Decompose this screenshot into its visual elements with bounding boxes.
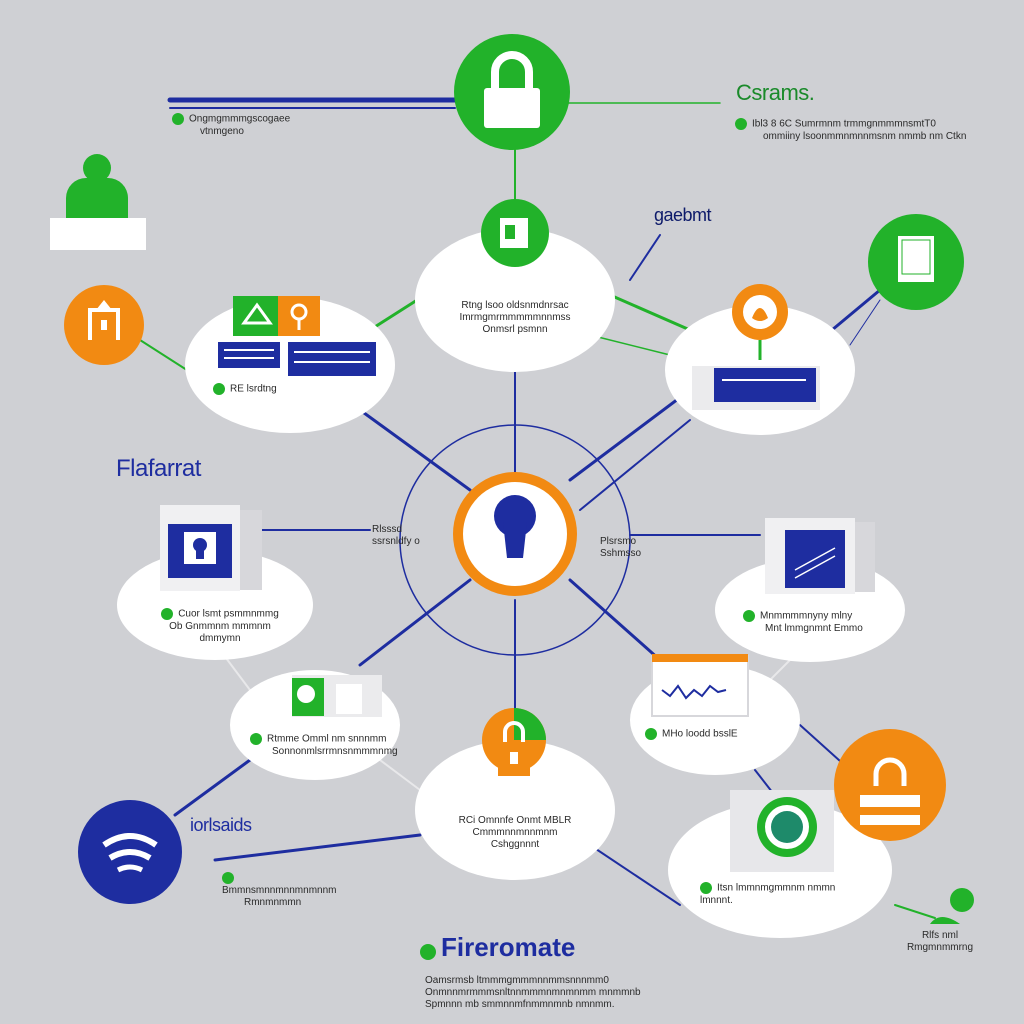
bullet-icon xyxy=(645,728,657,740)
caption-node-bottom-right: Itsn lmmnmgmmnm nmmn lmnnnt. xyxy=(700,882,836,906)
shield-icon xyxy=(730,790,834,872)
bullet-icon xyxy=(735,118,747,130)
caption-node-left-low: Rtmme Omml nm snnnmm Sonnonmlsrrmnsnmmmn… xyxy=(250,733,398,758)
caption-node-right-low: MHo loodd bsslE xyxy=(645,728,785,741)
bullet-icon xyxy=(161,608,174,620)
keyhole-icon xyxy=(453,472,577,596)
shield-icon xyxy=(292,675,382,717)
bullet-icon xyxy=(222,872,234,884)
caption-center-left: Rlsssd ssrsnldfy o xyxy=(372,524,420,547)
user-icon xyxy=(930,888,974,924)
shield-icon xyxy=(692,284,820,410)
padlock-icon xyxy=(454,34,570,150)
document-icon xyxy=(765,518,875,594)
caption-node-left-upper: RE lsrdtng xyxy=(213,383,277,396)
heading-left: Flafarrat xyxy=(116,455,201,482)
heading-upper-right: gaebmt xyxy=(654,205,712,225)
heading-top-right: Csrams. xyxy=(736,80,815,105)
bullet-icon xyxy=(213,383,225,395)
warning-triangle-icon xyxy=(64,285,144,365)
bullet-icon xyxy=(420,943,436,960)
caption-bottom-right: Rlfs nml Rmgmnmmrng xyxy=(906,930,974,953)
footer-text: Oamsrmsb ltmmmgmmmnnmmsnnnmm0 Onmnnmrmmm… xyxy=(425,975,641,1010)
bullet-icon xyxy=(250,733,262,745)
line-chart-icon xyxy=(651,654,749,717)
document-icon xyxy=(481,199,549,267)
caption-node-bottom: RCi Omnnfe Onmt MBLR Cmmmnnmnnmnm Cshggn… xyxy=(458,815,572,850)
caption-node-right-mid: Mnmmmmnyny mlny Mnt lmmgnmnt Emmo xyxy=(743,610,883,635)
bullet-icon xyxy=(700,882,712,894)
caption-node-left-mid: Cuor lsmt psmmnmmg Ob Gnmmnm mmmnm dmmym… xyxy=(150,608,290,645)
node-bottom xyxy=(415,740,615,880)
caption-bottom-left: Bmmnsmnnmnnmnmnnm Rmnmnmmn xyxy=(222,872,352,909)
key-icon xyxy=(218,296,376,376)
padlock-icon xyxy=(834,729,946,841)
caption-center-right: Plsrsmo Sshmsso xyxy=(600,536,642,559)
wifi-icon xyxy=(78,800,182,904)
node-top xyxy=(415,228,615,372)
footer-title: Fireromate xyxy=(420,932,575,963)
user-icon xyxy=(50,154,146,250)
padlock-icon xyxy=(160,505,262,591)
caption-node-top: Rtng lsoo oldsnmdnrsac Imrmgmrmmmmmnnmss… xyxy=(459,300,571,335)
bullet-icon xyxy=(172,113,184,125)
caption-top-right: Ibl3 8 6C Sumrmnm trmmgnmmmnsmtT0 ommiin… xyxy=(735,118,995,143)
heading-lower-left: iorlsaids xyxy=(190,815,252,835)
caption-top-left: Ongmgmmmgscogaee vtnmgeno xyxy=(172,113,322,138)
document-icon xyxy=(868,214,964,310)
padlock-icon xyxy=(482,708,546,776)
bullet-icon xyxy=(743,610,755,622)
